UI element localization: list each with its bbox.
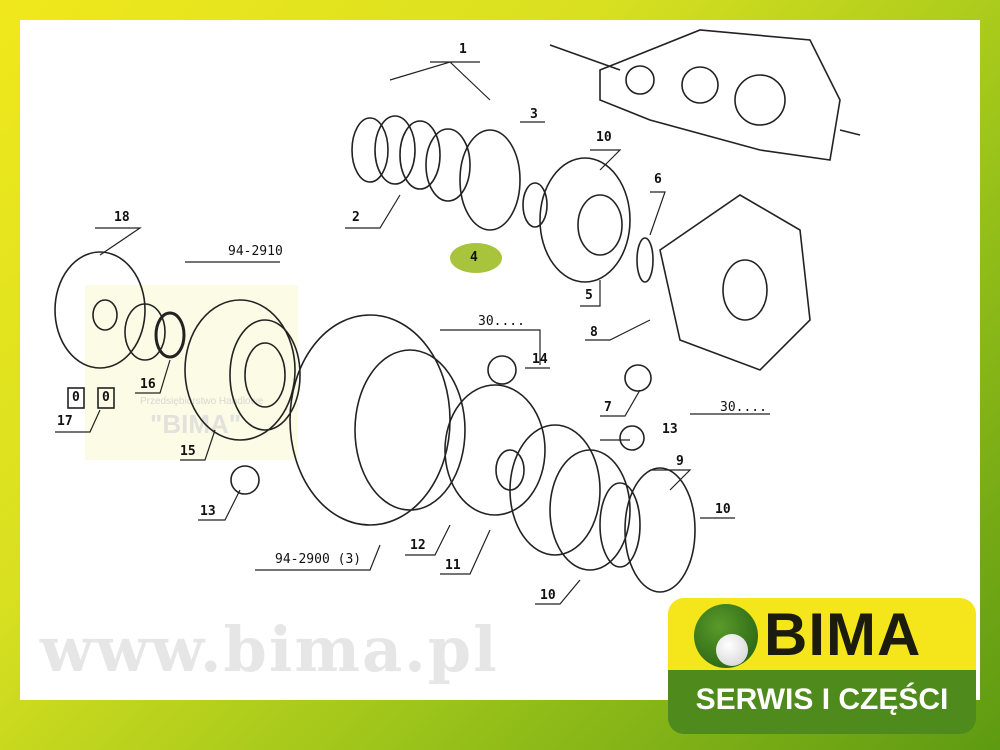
bearing-16 xyxy=(124,303,186,361)
watermark-box xyxy=(85,285,298,460)
gearbox-assembly xyxy=(549,29,861,161)
part-label-16: 16 xyxy=(140,377,156,392)
housing-12 xyxy=(289,314,546,526)
disc-stack xyxy=(351,115,548,231)
highlight-part-4 xyxy=(450,243,502,273)
part-label-5: 5 xyxy=(585,288,593,303)
box-17-value-b: 0 xyxy=(102,390,110,405)
box-17-value-a: 0 xyxy=(72,390,80,405)
part-label-3: 3 xyxy=(530,107,538,122)
part-label-14: 14 xyxy=(532,352,548,367)
part-label-6: 6 xyxy=(654,172,662,187)
logo-tagline: SERWIS I CZĘŚCI xyxy=(695,683,949,716)
reference-30-b: 30.... xyxy=(720,400,767,415)
part-label-9: 9 xyxy=(676,454,684,469)
reference-30-a: 30.... xyxy=(478,314,525,329)
box-17a xyxy=(67,387,85,409)
watermark-company: Przedsiębiorstwo Handlowe xyxy=(140,396,264,407)
part-label-13: 13 xyxy=(200,504,216,519)
watermark-name: "BIMA" xyxy=(150,409,242,439)
reference-94-2910: 94-2910 xyxy=(228,244,283,259)
part-label-7: 7 xyxy=(604,400,612,415)
housing-cover xyxy=(636,194,811,371)
part-label-13: 13 xyxy=(662,422,678,437)
part-label-15: 15 xyxy=(180,444,196,459)
logo-ball-highlight-icon xyxy=(716,634,748,666)
part-label-11: 11 xyxy=(445,558,461,573)
part-label-18: 18 xyxy=(114,210,130,225)
part-label-4: 4 xyxy=(470,250,478,265)
watermark-url: www.bima.pl xyxy=(40,613,499,686)
box-17b xyxy=(97,387,115,409)
leader-lines xyxy=(55,61,770,605)
clutch-drum-10 xyxy=(539,157,631,283)
part-label-10: 10 xyxy=(540,588,556,603)
part-label-2: 2 xyxy=(352,210,360,225)
bima-logo: BIMA SERWIS I CZĘŚCI xyxy=(668,598,976,736)
reference-94-2900: 94-2900 (3) xyxy=(275,552,362,567)
part-label-10: 10 xyxy=(596,130,612,145)
part-label-8: 8 xyxy=(590,325,598,340)
circle-symbols xyxy=(230,355,652,495)
drum-15 xyxy=(184,299,301,441)
logo-brand: BIMA xyxy=(764,601,922,668)
logo-bottom-band xyxy=(668,670,976,734)
part-label-17: 17 xyxy=(57,414,73,429)
part-label-10: 10 xyxy=(715,502,731,517)
part-label-1: 1 xyxy=(459,42,467,57)
clutch-plates xyxy=(509,424,696,593)
part-label-12: 12 xyxy=(410,538,426,553)
part-18 xyxy=(54,251,146,369)
